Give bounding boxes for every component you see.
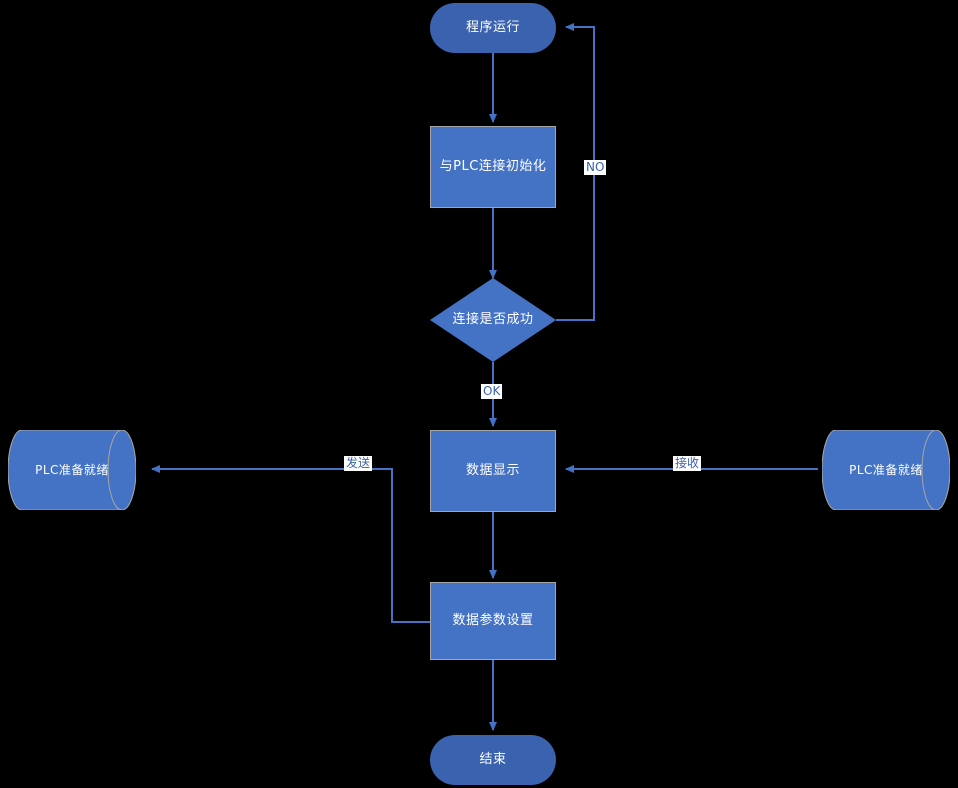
node-data-params-label: 数据参数设置 (452, 613, 534, 629)
node-plc-ready-left[interactable]: PLC准备就绪 (8, 430, 136, 510)
node-plc-ready-right-label: PLC准备就绪 (849, 462, 923, 477)
node-plc-ready-left-label: PLC准备就绪 (35, 462, 109, 477)
edge-params-to-plcleft-send (151, 465, 430, 623)
edge-label-no: NO (584, 160, 607, 176)
node-start-label: 程序运行 (465, 20, 520, 36)
edge-label-send: 发送 (344, 456, 373, 472)
node-data-display[interactable]: 数据显示 (430, 430, 556, 512)
node-decision-connection[interactable]: 连接是否成功 (430, 278, 556, 362)
cylinder-shape-left (8, 430, 136, 510)
edge-label-receive: 接收 (673, 456, 702, 472)
node-start[interactable]: 程序运行 (430, 3, 556, 53)
cylinder-shape-right (822, 430, 950, 510)
node-end-label: 结束 (479, 752, 507, 768)
node-init[interactable]: 与PLC连接初始化 (430, 126, 556, 208)
node-end[interactable]: 结束 (430, 735, 556, 785)
node-plc-ready-right[interactable]: PLC准备就绪 (822, 430, 950, 510)
node-init-label: 与PLC连接初始化 (439, 159, 547, 175)
edge-label-ok: OK (481, 384, 503, 400)
decision-shape (430, 278, 556, 362)
node-decision-label: 连接是否成功 (452, 312, 534, 328)
node-data-params[interactable]: 数据参数设置 (430, 582, 556, 660)
node-data-display-label: 数据显示 (465, 463, 520, 479)
